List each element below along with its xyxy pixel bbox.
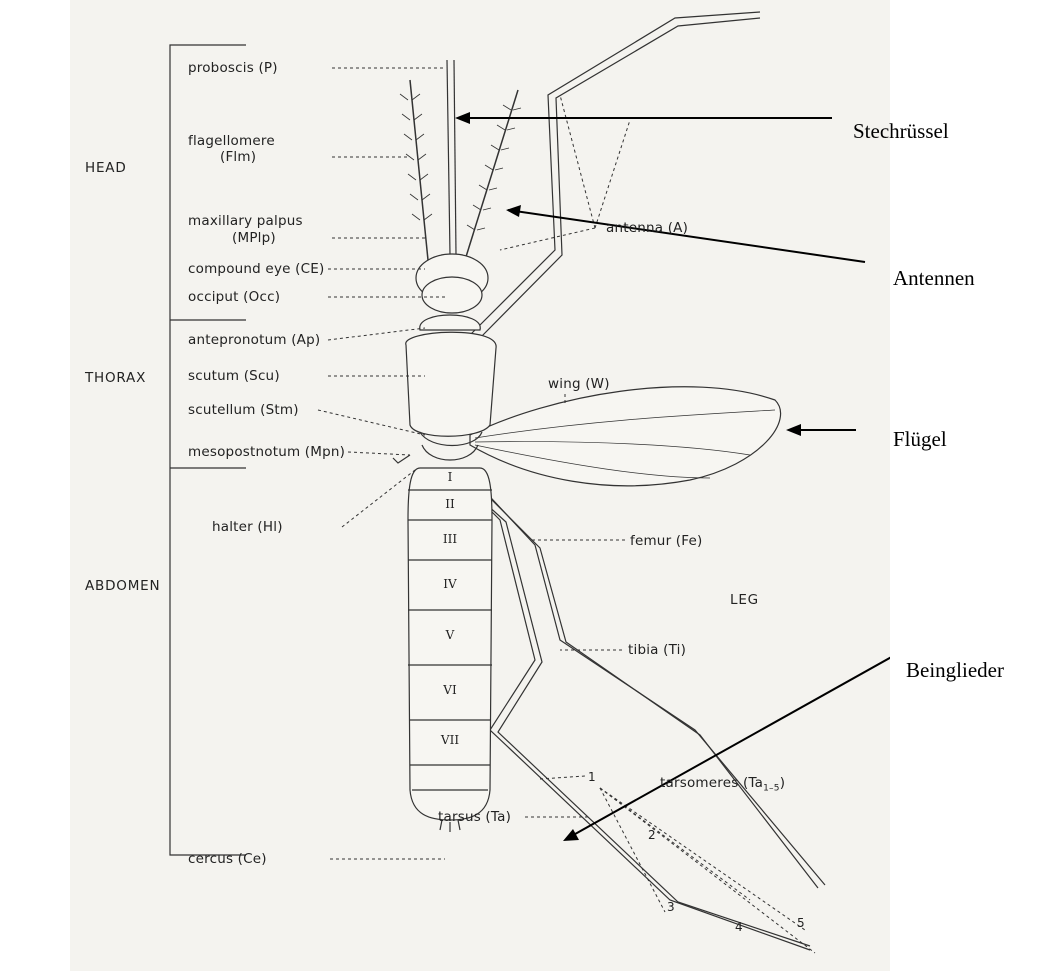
occiput-shape [422,277,482,313]
label-mesopostnotum: mesopostnotum (Mpn) [188,444,345,460]
scanned-figure-page: HEAD THORAX ABDOMEN LEG proboscis (P) fl… [70,0,890,971]
arrowhead-antennen [506,205,521,217]
label-wing: wing (W) [548,376,610,392]
arrow-beinglieder [568,655,890,838]
label-tarsomeres: tarsomeres (Ta1–5) [660,775,785,797]
segment-4: IV [435,577,465,591]
section-leg: LEG [730,592,759,608]
label-cercus: cercus (Ce) [188,851,267,867]
section-head: HEAD [85,160,127,176]
tarsomere-3: 3 [667,900,675,914]
label-femur: femur (Fe) [630,533,702,549]
mesopostnotum-shape [422,445,478,460]
label-scutum: scutum (Scu) [188,368,280,384]
label-halter: halter (Hl) [212,519,283,535]
hind-leg [460,480,810,950]
tarsomere-1: 1 [588,770,596,784]
right-antenna [465,90,518,260]
label-flagellomere-abbr: (Flm) [220,149,256,165]
proboscis-shape [447,60,450,255]
tarsomere-2: 2 [648,828,656,842]
label-antenna: antenna (A) [606,220,688,236]
tarsomere-4: 4 [735,920,743,934]
segment-6: VI [435,683,465,697]
segment-1: I [435,470,465,484]
tarsomeres-abbr: (Ta [743,775,763,791]
label-tarsus: tarsus (Ta) [438,809,511,825]
front-leg [470,12,760,335]
section-abdomen: ABDOMEN [85,578,160,594]
annotation-stechruessel: Stechrüssel [853,119,949,144]
label-antepronotum: antepronotum (Ap) [188,332,320,348]
label-tibia: tibia (Ti) [628,642,686,658]
left-antenna [410,80,428,260]
abdomen-shape [408,468,492,820]
label-maxillary-palpus: maxillary palpus [188,213,303,229]
wing-shape [470,387,781,486]
annotation-fluegel: Flügel [893,427,947,452]
label-scutellum: scutellum (Stm) [188,402,299,418]
segment-5: V [435,628,465,642]
label-occiput: occiput (Occ) [188,289,280,305]
halter-shape [393,455,410,463]
segment-7: VII [435,733,465,747]
annotation-antennen: Antennen [893,266,975,291]
label-proboscis: proboscis (P) [188,60,278,76]
segment-2: II [435,497,465,511]
tarsomeres-word: tarsomeres [660,775,738,791]
section-thorax: THORAX [85,370,146,386]
label-flagellomere: flagellomere [188,133,275,149]
tarsomeres-close: ) [780,775,785,791]
label-compound-eye: compound eye (CE) [188,261,324,277]
tarsomeres-subscript: 1–5 [763,784,780,794]
arrowhead-stechruessel [455,112,470,124]
scutum-shape [406,332,496,436]
arrowhead-fluegel [786,424,801,436]
annotation-beinglieder: Beinglieder [906,658,1004,683]
label-maxillary-palpus-abbr: (MPlp) [232,230,276,246]
tarsomere-5: 5 [797,916,805,930]
antepronotum-shape [420,315,481,330]
segment-3: III [435,532,465,546]
arrowhead-beinglieder [563,829,579,841]
